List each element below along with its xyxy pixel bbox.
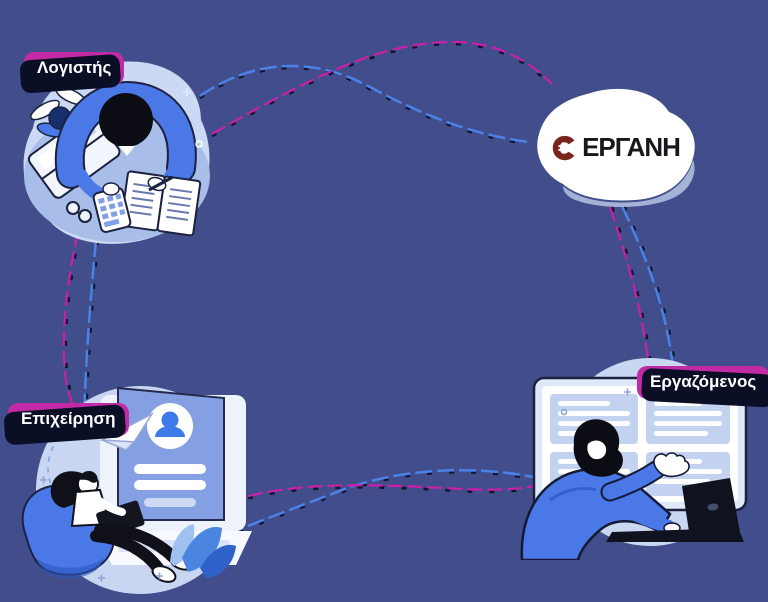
connection-ergani-employee-magenta xyxy=(608,206,651,369)
connection-business-accountant-blue xyxy=(83,239,98,427)
node-employee xyxy=(520,358,768,560)
connection-shadow xyxy=(229,470,585,537)
ergani-logo: ΕΡΓΑΝΗ xyxy=(527,86,703,210)
registration-card-icon xyxy=(117,386,225,521)
accountant-illustration-icon xyxy=(23,61,210,244)
employee-label: Εργαζόμενος xyxy=(637,366,768,399)
connection-shadow xyxy=(199,66,529,146)
ergani-logo-icon xyxy=(552,135,575,161)
ergani-cloud-icon xyxy=(537,88,695,207)
business-label: Επιχείρηση xyxy=(8,403,129,436)
connection-ergani-employee-blue xyxy=(620,205,675,369)
accountant-label: Λογιστής xyxy=(24,52,125,85)
connection-shadow xyxy=(622,205,677,369)
node-ergani: ΕΡΓΑΝΗ xyxy=(527,86,703,210)
connection-accountant-ergani-magenta xyxy=(211,40,553,135)
connection-shadow xyxy=(211,42,553,138)
connection-shadow xyxy=(237,468,579,503)
connection-shadow xyxy=(85,239,100,427)
node-accountant xyxy=(15,58,220,250)
ergani-logo-text: ΕΡΓΑΝΗ xyxy=(582,131,681,162)
connection-accountant-ergani-blue xyxy=(199,64,529,144)
employee-illustration-icon xyxy=(520,358,748,560)
